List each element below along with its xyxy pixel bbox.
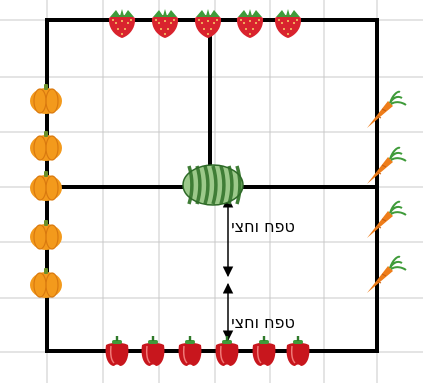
strawberry-icon: [274, 9, 302, 38]
watermelon-icon: [182, 164, 244, 206]
strawberry-icon: [108, 9, 136, 38]
strawberry-icon: [194, 9, 222, 38]
lower-measure-label: טפח וחצי: [231, 313, 295, 332]
red-pepper-icon: [141, 336, 165, 366]
pumpkin-icon: [30, 171, 62, 201]
plants-layer: [30, 9, 407, 366]
carrot-icon: [367, 200, 407, 238]
red-pepper-icon: [286, 336, 310, 366]
pumpkin-icon: [30, 131, 62, 161]
carrot-icon: [367, 146, 407, 184]
upper-measure-label: טפח וחצי: [231, 217, 295, 236]
red-pepper-icon: [178, 336, 202, 366]
carrot-icon: [367, 90, 407, 128]
pumpkin-icon: [30, 268, 62, 298]
strawberry-icon: [236, 9, 264, 38]
strawberry-icon: [151, 9, 179, 38]
carrot-icon: [367, 255, 407, 293]
red-pepper-icon: [215, 336, 239, 366]
pumpkin-icon: [30, 220, 62, 250]
red-pepper-icon: [105, 336, 129, 366]
pumpkin-icon: [30, 84, 62, 114]
red-pepper-icon: [252, 336, 276, 366]
